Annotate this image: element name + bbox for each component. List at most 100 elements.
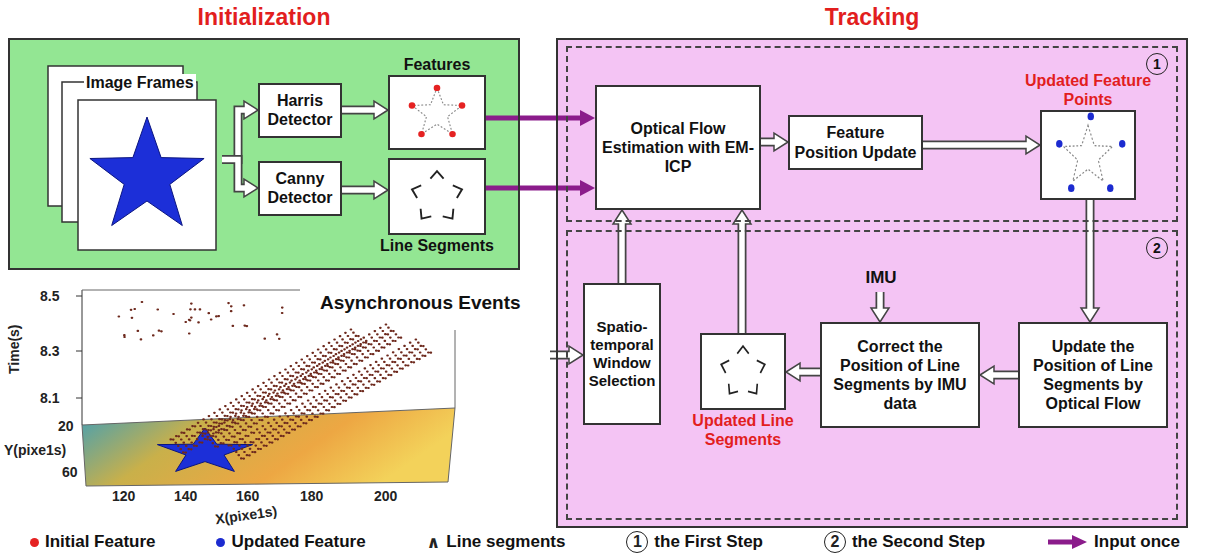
line-segment-mark [757,358,767,373]
feature-dot [434,85,441,91]
node-text: Features [368,55,506,74]
axis-label: 200 [374,488,397,504]
legend-text: Initial Feature [45,532,156,552]
legend-item: Initial Feature [30,532,156,552]
line-segment-mark [430,171,443,178]
node-text: Updated Feature Points [1020,71,1156,109]
text-node: IMU [858,266,904,292]
image-frames: Image Frames [42,62,222,257]
tick [76,398,82,399]
event-streaks [119,302,432,459]
feature-dot [459,102,466,108]
star-outline [1064,125,1113,181]
legend-text: the Second Step [852,532,985,552]
axis-label: Time(s) [6,324,22,374]
process-box: Correct the Position of Line Segments by… [820,322,980,428]
legend-item: 1 the First Step [626,531,763,553]
feature-box: Updated Line Segments [700,333,786,410]
feature-dot [1088,113,1094,121]
feature-illustration [702,335,784,408]
feature-dot [409,102,416,108]
legend-text: Line segments [446,532,565,552]
axis-label: 140 [174,488,197,504]
feature-illustration [390,77,484,148]
line-segment-mark [725,384,738,398]
feature-illustration [390,160,484,233]
process-box: Feature Position Update [788,115,923,170]
flow-arrow [342,181,388,199]
axis-label: 8.3 [40,343,59,359]
legend-item: Updated Feature [216,532,365,552]
axis-label: 60 [62,464,78,480]
legend-item: ∧Line segments [427,532,566,552]
process-box: Harris Detector [258,83,342,138]
input-arrow [486,110,595,126]
flow-arrow [871,292,889,322]
star-outline [412,88,462,134]
flow-arrow [761,133,788,151]
feature-dot [418,131,425,137]
step-group: 2Spatio-temporal Window SelectionUpdated… [566,230,1178,520]
node-text: Asynchronous Events [318,292,523,314]
stage-panel: InitializationImage FramesHarris Detecto… [8,38,520,270]
feature-box: Line Segments [388,158,486,235]
node-text: Feature Position Update [794,123,917,161]
node-text: IMU [858,268,904,288]
axis-label: 20 [58,418,74,434]
legend-item: Input once [1046,532,1180,552]
tick [76,351,82,352]
feature-dot [1119,140,1125,148]
init-panel-fill [8,38,520,270]
line-segment-mark [737,346,748,353]
axis-label: Y(pixe1s) [4,442,66,458]
line-segment-mark [416,209,431,223]
process-box: Optical Flow Estimation with EM-ICP [595,85,761,210]
axis-label: 160 [236,488,259,504]
line-segment-mark [719,358,729,373]
process-box: Canny Detector [258,161,342,216]
input-arrow [486,180,595,196]
event-plot: Asynchronous Events [10,280,550,525]
axis-label: 8.5 [40,288,59,304]
legend-text: Updated Feature [231,532,365,552]
stage-panel: Tracking1Optical Flow Estimation with EM… [556,38,1188,528]
legend: Initial Feature Updated Feature ∧Line segm… [30,530,1180,554]
node-text: Harris Detector [264,91,336,129]
feature-dot [1068,184,1074,192]
node-text: Updated Line Segments [680,411,806,449]
star-shape [90,117,204,226]
legend-symbol: 1 [626,531,648,553]
legend-arrow [1046,534,1088,550]
flow-arrow [342,101,388,119]
line-segment-mark [410,183,421,198]
node-text: Correct the Position of Line Segments by… [826,337,974,414]
axis-label: X(pixe1s) [214,503,278,528]
axis-label: 8.1 [40,390,59,406]
legend-text: the First Step [654,532,763,552]
plot-floor [82,408,455,486]
legend-item: 2 the Second Step [824,531,985,553]
legend-swatch [216,538,225,547]
feature-box: Updated Feature Points [1040,110,1136,200]
node-text: Canny Detector [264,169,336,207]
tracking-panel-fill [556,38,1188,528]
node-text: Optical Flow Estimation with EM-ICP [601,119,755,177]
tick [76,296,82,297]
line-segment-mark [748,384,761,398]
plot-frame [82,290,300,291]
node-text: Update the Position of Line Segments by … [1024,337,1162,414]
legend-symbol: 2 [824,531,846,553]
node-text: Image Frames [84,74,196,92]
legend-symbol: ∧ [427,532,441,552]
feature-dot [1056,140,1062,148]
stage-title: Tracking [558,4,1186,31]
legend-swatch [30,538,39,547]
axis-label: 180 [300,488,323,504]
node-text: Line Segments [368,236,506,255]
feature-dot [449,131,456,137]
axis-label: 120 [112,488,135,504]
line-segment-mark [453,183,464,198]
flow-arrow [1081,200,1099,322]
plot-frame [455,330,456,408]
